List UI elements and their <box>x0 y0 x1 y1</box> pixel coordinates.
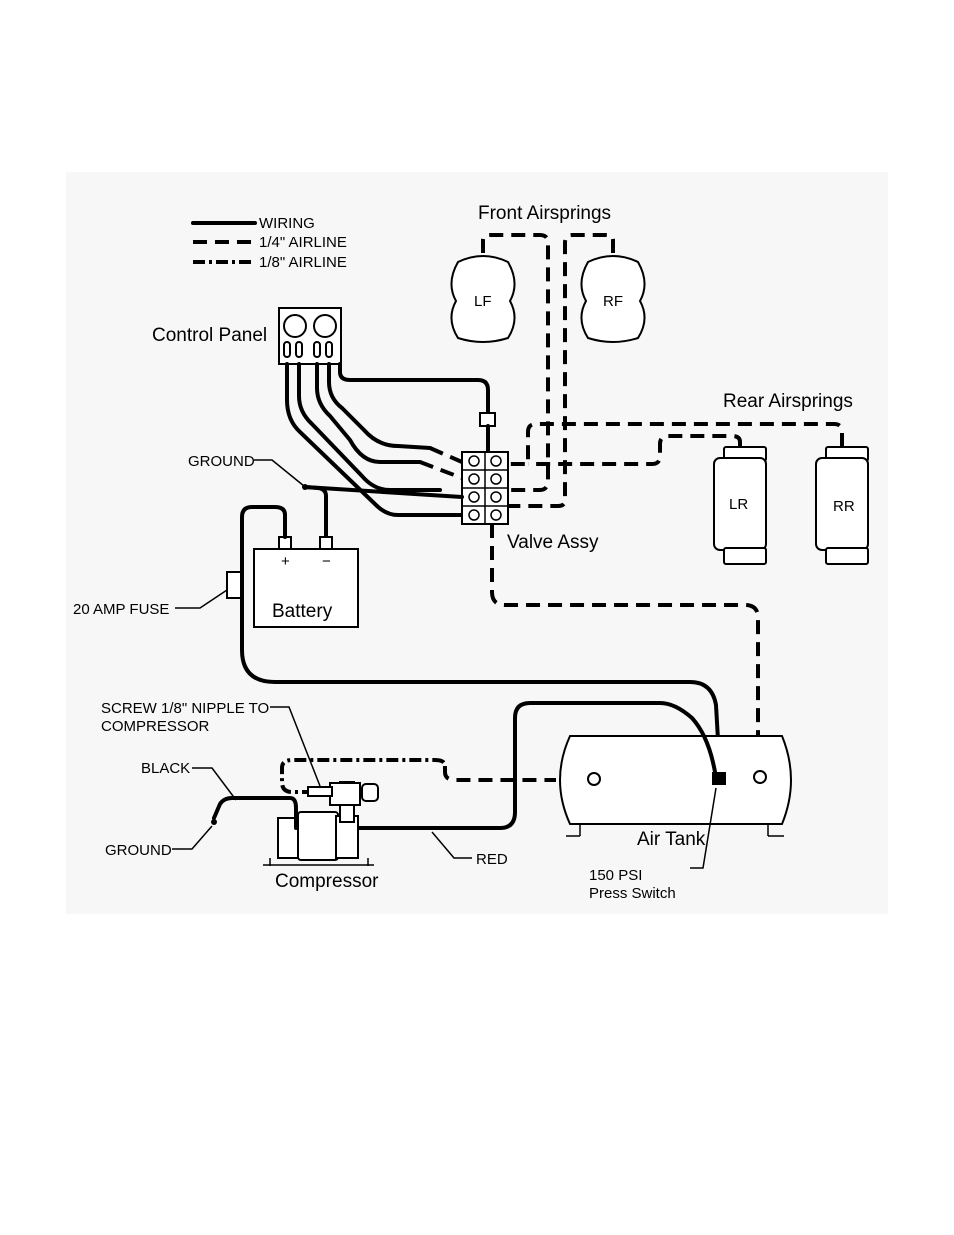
legend-airline-18-label: 1/8" AIRLINE <box>259 254 347 271</box>
air-tank <box>560 736 791 836</box>
airspring-lr: LR <box>714 447 766 564</box>
compressor-label: Compressor <box>275 871 379 892</box>
ground-top-label: GROUND <box>188 453 255 470</box>
battery: + − Battery <box>254 537 358 627</box>
front-airsprings-label: Front Airsprings <box>478 203 611 224</box>
airspring-lr-label: LR <box>729 496 748 513</box>
nipple-label-2: COMPRESSOR <box>101 718 210 735</box>
airspring-rr-label: RR <box>833 498 855 515</box>
valve-assy-label: Valve Assy <box>507 532 599 553</box>
red-label: RED <box>476 851 508 868</box>
ground-bottom-icon <box>211 819 217 825</box>
rear-airsprings-label: Rear Airsprings <box>723 391 853 412</box>
main-fuse-icon <box>227 572 241 598</box>
black-label: BLACK <box>141 760 190 777</box>
inline-fuse-icon <box>480 413 495 426</box>
valve-assembly <box>462 452 508 524</box>
switch-4-icon <box>326 342 332 357</box>
nipple-label-1: SCREW 1/8" NIPPLE TO <box>101 700 269 717</box>
gauge-left-icon <box>284 315 306 337</box>
tank-port-right-icon <box>754 771 766 783</box>
psi-label-1: 150 PSI <box>589 867 642 884</box>
switch-1-icon <box>284 342 290 357</box>
battery-minus-label: − <box>322 553 331 570</box>
airspring-lf-label: LF <box>474 293 492 310</box>
airspring-lf: LF <box>451 256 514 342</box>
battery-plus-label: + <box>281 553 290 570</box>
psi-label-2: Press Switch <box>589 885 676 902</box>
battery-label: Battery <box>272 601 333 622</box>
switch-2-icon <box>296 342 302 357</box>
ground-bottom-label: GROUND <box>105 842 172 859</box>
control-panel <box>279 308 341 364</box>
legend-wiring-label: WIRING <box>259 215 315 232</box>
legend-airline-14-label: 1/4" AIRLINE <box>259 234 347 251</box>
fuse-label: 20 AMP FUSE <box>73 601 169 618</box>
tank-port-left-icon <box>588 773 600 785</box>
control-panel-label: Control Panel <box>152 325 267 346</box>
gauge-right-icon <box>314 315 336 337</box>
switch-3-icon <box>314 342 320 357</box>
airspring-rr: RR <box>816 447 868 564</box>
air-tank-label: Air Tank <box>637 829 706 850</box>
airspring-rf-label: RF <box>603 293 623 310</box>
airspring-rf: RF <box>581 256 644 342</box>
